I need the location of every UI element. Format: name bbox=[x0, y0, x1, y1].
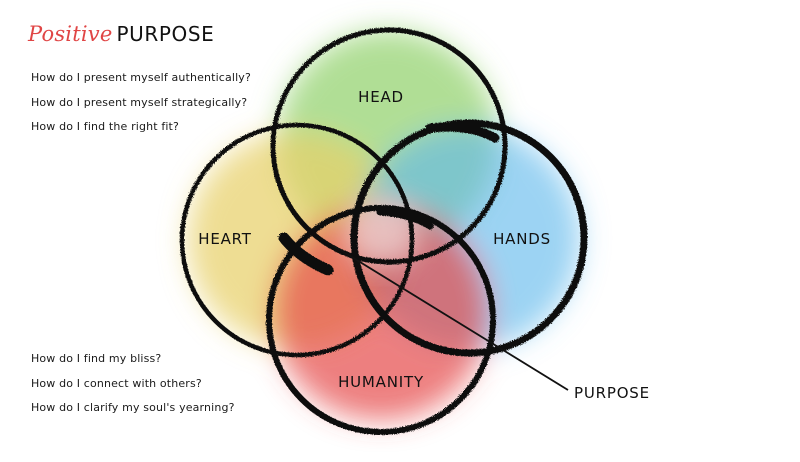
heart-outline bbox=[179, 122, 415, 358]
question-list-top: How do I present myself authentically? H… bbox=[31, 71, 251, 145]
purpose-pointer-line bbox=[333, 245, 569, 391]
question-item: How do I clarify my soul's yearning? bbox=[31, 401, 235, 414]
question-item: How do I find the right fit? bbox=[31, 120, 179, 133]
question-item: How do I find my bliss? bbox=[31, 352, 162, 365]
question-item: How do I present myself authentically? bbox=[31, 71, 251, 84]
head-label: HEAD bbox=[358, 88, 404, 106]
question-item: How do I present myself strategically? bbox=[31, 95, 248, 109]
heart-brush-accent bbox=[278, 232, 334, 276]
question-list-bottom: How do I find my bliss? How do I connect… bbox=[31, 352, 235, 426]
question-item: How do I connect with others? bbox=[31, 376, 202, 390]
purpose-label: PURPOSE bbox=[574, 384, 650, 402]
title-script-word: Positive bbox=[28, 22, 113, 46]
humanity-outline bbox=[266, 205, 496, 435]
hands-label: HANDS bbox=[493, 230, 551, 248]
head-brush-accent bbox=[425, 122, 500, 143]
outline-layer bbox=[179, 27, 588, 435]
humanity-brush-accent bbox=[376, 208, 434, 230]
head-outline bbox=[270, 27, 508, 265]
title-main-word: PURPOSE bbox=[116, 22, 215, 46]
page-title: Positive PURPOSE bbox=[28, 22, 214, 46]
heart-label: HEART bbox=[198, 230, 252, 248]
hands-outline bbox=[350, 119, 588, 357]
humanity-label: HUMANITY bbox=[338, 373, 424, 391]
